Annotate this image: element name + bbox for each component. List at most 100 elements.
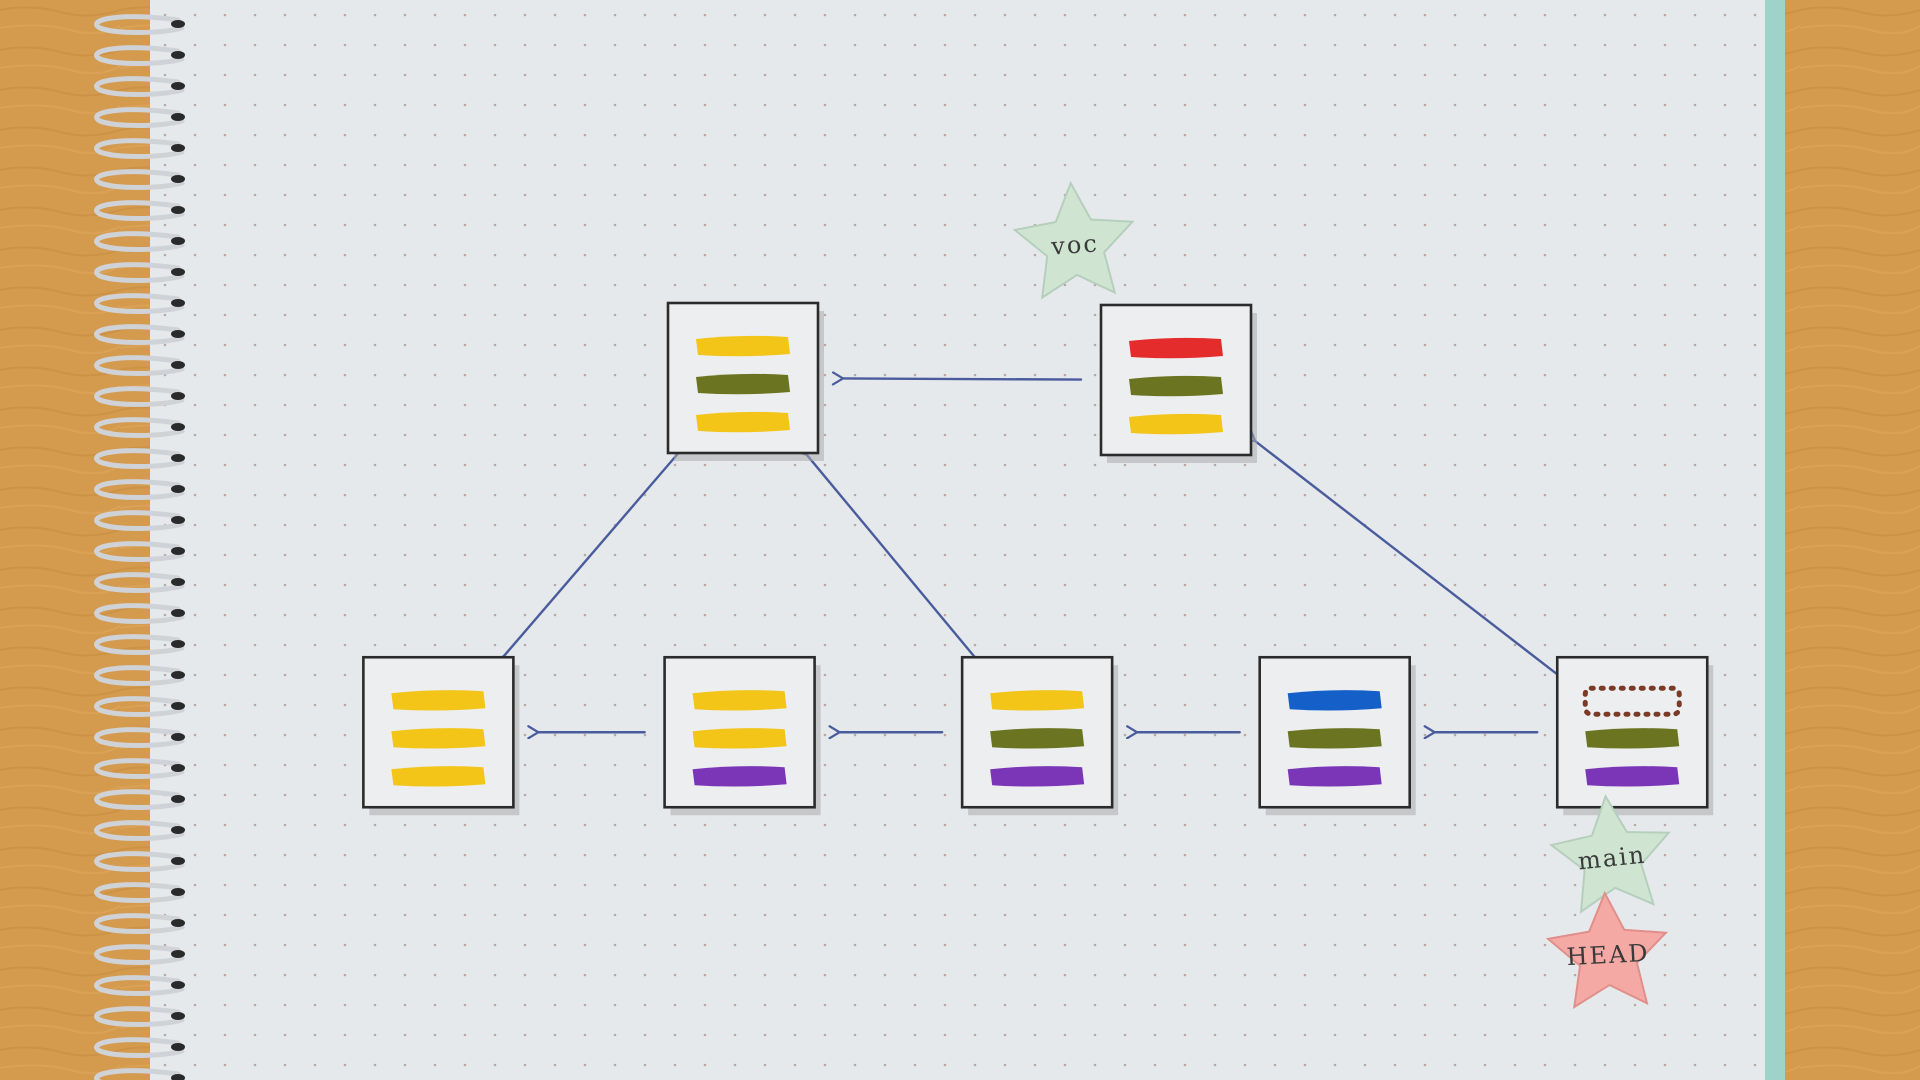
spiral-ring — [94, 541, 185, 562]
commit-bar — [692, 766, 787, 787]
arrow-c7-to-c6 — [843, 378, 1083, 379]
binding-hole — [171, 516, 185, 524]
head-star-tag: HEAD — [1545, 890, 1669, 1010]
commit-bar — [990, 690, 1085, 711]
binding-hole — [171, 51, 185, 59]
commit-bar — [1585, 766, 1680, 787]
binding-hole — [171, 671, 185, 679]
spiral-ring — [94, 696, 185, 717]
spiral-binding — [94, 14, 185, 1080]
commit-bar — [391, 690, 486, 711]
binding-hole — [171, 857, 185, 865]
commit-bar — [1585, 728, 1680, 749]
commit-bar-dotted — [1582, 685, 1682, 717]
binding-hole — [171, 485, 185, 493]
binding-hole — [171, 609, 185, 617]
spiral-ring — [94, 634, 185, 655]
binding-hole — [171, 392, 185, 400]
binding-hole — [171, 423, 185, 431]
spiral-ring — [94, 231, 185, 252]
spiral-ring — [94, 727, 185, 748]
commit-c1 — [362, 655, 520, 816]
spiral-ring — [94, 603, 185, 624]
binding-hole — [171, 981, 185, 989]
dot-grid — [150, 0, 1765, 1080]
spiral-ring — [94, 200, 185, 221]
binding-hole — [171, 454, 185, 462]
binding-hole — [171, 1043, 185, 1051]
binding-hole — [171, 237, 185, 245]
binding-hole — [171, 950, 185, 958]
spiral-ring — [94, 1068, 184, 1080]
binding-hole — [171, 82, 185, 90]
spiral-ring — [94, 1006, 185, 1027]
spiral-ring — [94, 14, 185, 35]
binding-hole — [171, 144, 185, 152]
commit-bar — [1287, 690, 1382, 711]
spiral-ring — [94, 944, 185, 965]
spiral-ring — [94, 76, 185, 97]
commit-bar — [1287, 766, 1382, 787]
arrow-c6-to-c1 — [504, 448, 683, 656]
binding-hole — [171, 1074, 185, 1080]
binding-hole — [171, 702, 185, 710]
spiral-ring — [94, 45, 185, 66]
spiral-ring — [94, 138, 185, 159]
commit-c3 — [960, 655, 1119, 816]
commit-bar — [990, 766, 1085, 787]
commit-c2 — [663, 655, 821, 816]
voc-star-tag: voc — [1012, 180, 1135, 300]
spiral-ring — [94, 355, 185, 376]
binding-hole — [171, 795, 185, 803]
spiral-ring — [94, 169, 185, 190]
binding-hole — [171, 206, 185, 214]
spiral-ring — [94, 913, 185, 934]
binding-hole — [171, 764, 185, 772]
commit-bar — [391, 766, 486, 787]
spiral-ring — [94, 479, 185, 500]
arrow-c5-to-c7 — [1255, 441, 1559, 676]
voc-label: voc — [1049, 229, 1099, 260]
commit-bar — [1129, 337, 1223, 359]
spiral-ring — [94, 882, 185, 903]
commit-c7 — [1099, 303, 1257, 463]
binding-hole — [171, 578, 185, 586]
binding-hole — [171, 1012, 185, 1020]
binding-hole — [171, 640, 185, 648]
spiral-ring — [94, 851, 185, 872]
spiral-ring — [94, 975, 185, 996]
binding-hole — [171, 826, 185, 834]
binding-hole — [171, 20, 185, 28]
commit-bar — [1287, 728, 1382, 749]
spiral-ring — [94, 758, 185, 779]
commit-bar — [1129, 375, 1223, 397]
spiral-ring — [94, 324, 185, 345]
spiral-ring — [94, 572, 185, 593]
spiral-ring — [94, 510, 185, 531]
binding-hole — [171, 268, 185, 276]
commit-bar — [692, 690, 787, 711]
head-label: HEAD — [1566, 939, 1650, 971]
commit-bar — [696, 373, 790, 395]
spiral-ring — [94, 1037, 185, 1058]
commit-bar — [696, 411, 790, 433]
spiral-ring — [94, 107, 185, 128]
spiral-ring — [94, 386, 185, 407]
binding-hole — [171, 113, 185, 121]
binding-hole — [171, 175, 185, 183]
binding-hole — [171, 299, 185, 307]
commit-c4 — [1258, 655, 1416, 816]
commit-bar — [391, 728, 486, 749]
commits — [362, 301, 1714, 816]
binding-hole — [171, 330, 185, 338]
commit-bar — [692, 728, 787, 749]
commit-bar — [1129, 413, 1223, 435]
arrow-c3-to-c6 — [807, 455, 978, 661]
spiral-ring — [94, 820, 185, 841]
commit-bar — [696, 335, 790, 357]
binding-hole — [171, 888, 185, 896]
spiral-ring — [94, 262, 185, 283]
arrows — [504, 378, 1559, 732]
binding-hole — [171, 733, 185, 741]
